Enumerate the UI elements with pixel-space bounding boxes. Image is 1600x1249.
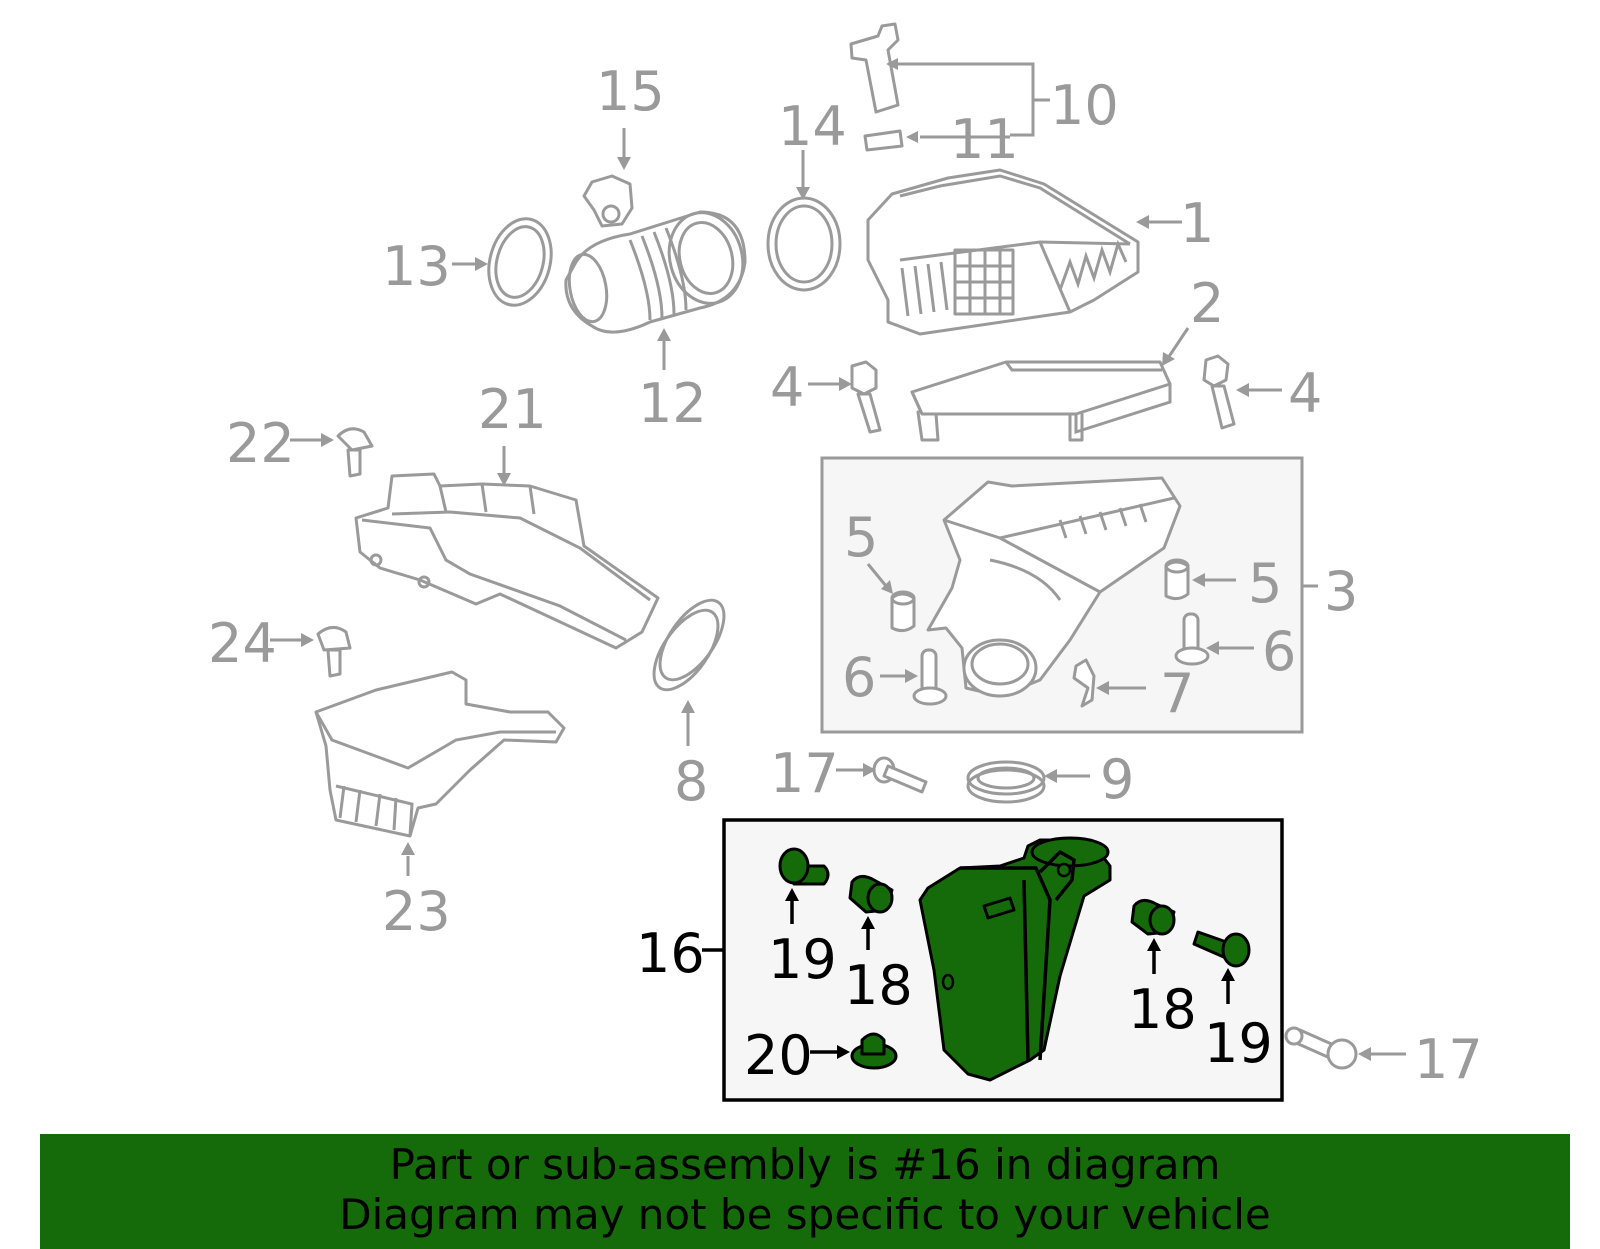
callout-17-lower: 17 <box>1414 1028 1483 1091</box>
callout-11: 11 <box>950 108 1019 171</box>
part-19-pin-right[interactable] <box>1192 930 1251 1004</box>
callout-23: 23 <box>382 880 451 943</box>
part-20-grommet[interactable] <box>810 1032 898 1070</box>
part-15-bracket <box>582 128 634 228</box>
callout-3: 3 <box>1324 560 1358 623</box>
callout-17-upper: 17 <box>770 742 839 805</box>
part-16-resonator[interactable] <box>918 836 1112 1082</box>
part-18-bushing-right[interactable] <box>1130 899 1176 974</box>
callout-7: 7 <box>1160 662 1194 725</box>
banner-line-1: Part or sub-assembly is #16 in diagram <box>389 1140 1221 1189</box>
callout-1: 1 <box>1180 192 1214 255</box>
part-3-lower-housing <box>926 476 1182 698</box>
callout-21: 21 <box>478 378 547 441</box>
part-17-bolt-lower <box>1284 1026 1406 1070</box>
callout-12: 12 <box>638 372 707 435</box>
part-7-clip <box>1072 658 1146 708</box>
part-23-lower-duct <box>314 670 566 876</box>
part-9-seal <box>966 760 1090 804</box>
part-17-bolt-upper <box>836 756 928 794</box>
part-21-duct <box>354 446 660 650</box>
callout-2: 2 <box>1190 272 1224 335</box>
part-2-filter <box>910 327 1190 442</box>
part-22-clip <box>290 427 374 478</box>
callout-24: 24 <box>208 612 277 675</box>
part-12-hose <box>564 210 747 370</box>
callout-6-left: 6 <box>842 646 876 709</box>
callout-5-left: 5 <box>844 506 878 569</box>
info-banner: Part or sub-assembly is #16 in diagram D… <box>40 1134 1570 1249</box>
part-19-pin-left[interactable] <box>778 847 830 924</box>
callout-9: 9 <box>1100 748 1134 811</box>
part-14-clamp <box>766 150 842 292</box>
callout-13: 13 <box>382 235 451 298</box>
part-5-bushing-right <box>1164 558 1236 601</box>
callout-4-left: 4 <box>770 356 804 419</box>
callout-8: 8 <box>674 750 708 813</box>
part-13-clamp <box>452 217 553 307</box>
callout-10: 10 <box>1050 74 1119 137</box>
part-5-bushing-left <box>866 563 916 633</box>
callout-20: 20 <box>744 1024 813 1087</box>
callout-16: 16 <box>636 922 705 985</box>
callout-14: 14 <box>778 95 847 158</box>
part-8-sleeve <box>652 598 726 746</box>
part-24-clip <box>270 626 352 678</box>
callout-18-left: 18 <box>844 954 913 1017</box>
callout-22: 22 <box>226 412 295 475</box>
callout-15: 15 <box>596 60 665 123</box>
part-18-bushing-left[interactable] <box>848 875 894 950</box>
part-1-cover <box>866 168 1182 336</box>
part-4-bolt-left <box>808 360 882 434</box>
part-10-sensor <box>849 22 1050 152</box>
part-4-bolt-right <box>1202 354 1282 430</box>
callout-5-right: 5 <box>1248 552 1282 615</box>
part-6-pin-right <box>1174 612 1254 666</box>
callout-4-right: 4 <box>1288 362 1322 425</box>
callout-18-right: 18 <box>1128 978 1197 1041</box>
banner-line-2: Diagram may not be specific to your vehi… <box>339 1190 1271 1239</box>
part-6-pin-left <box>880 648 948 706</box>
callout-19-right: 19 <box>1204 1012 1273 1075</box>
callout-19-left: 19 <box>768 928 837 991</box>
callout-6-right: 6 <box>1262 620 1296 683</box>
